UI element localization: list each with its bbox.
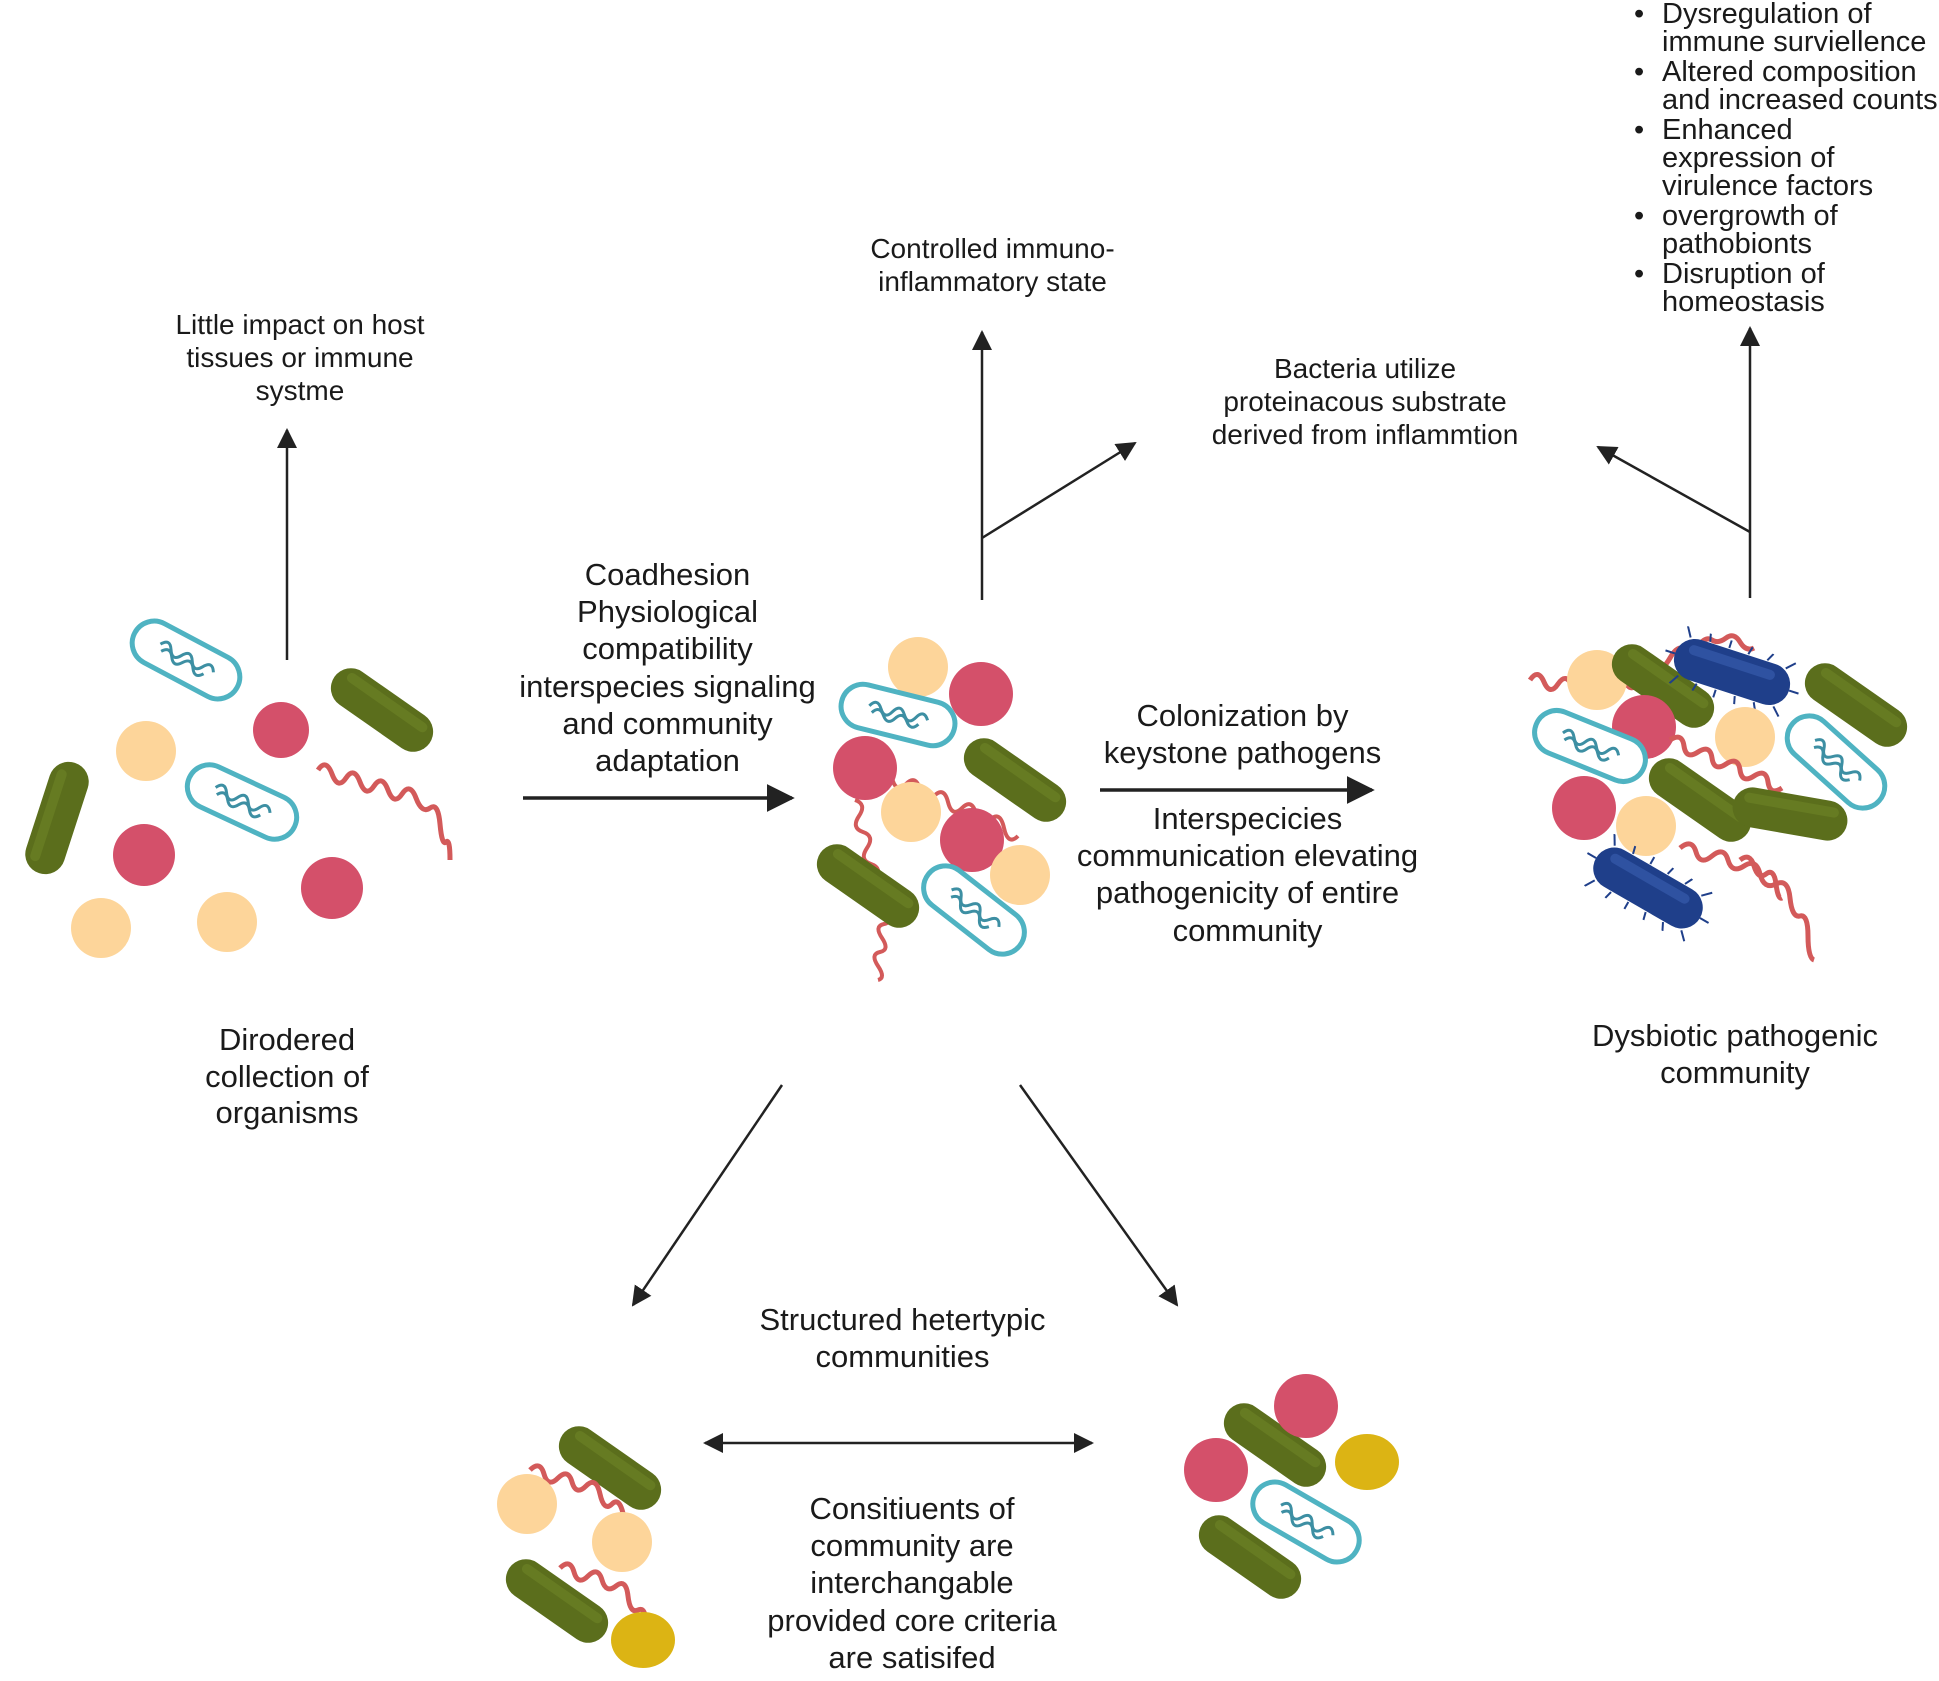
- arrow-down-right: [1018, 1084, 1179, 1307]
- structured-label: Structured hetertypic communities: [759, 1302, 1046, 1374]
- consequence-item: Enhanced expression of virulence factors: [1628, 115, 1938, 201]
- mechanism-community: and community: [562, 705, 773, 741]
- hetertypic-cluster-left: [497, 1418, 675, 1668]
- structured-cluster: [809, 637, 1074, 982]
- yellow-coccus: [888, 637, 948, 697]
- host-impact-label: Little impact on host tissues or immune …: [175, 309, 425, 407]
- disordered-cluster: [20, 613, 453, 958]
- mechanism-adaptation: adaptation: [595, 742, 740, 778]
- controlled-state-label: Controlled immuno-inflammatory state: [870, 233, 1115, 298]
- arrow-down-left: [631, 1084, 784, 1307]
- pink-coccus: [833, 736, 897, 800]
- mechanisms-label: Coadhesion Physiological compatibility i…: [505, 556, 830, 779]
- spirochete: [872, 909, 894, 982]
- outlined-rod: [124, 613, 247, 706]
- gold-coccus: [1335, 1434, 1399, 1490]
- green-rod: [20, 756, 94, 880]
- yellow-coccus: [1715, 707, 1775, 767]
- pink-coccus: [253, 702, 309, 758]
- outlined-rod: [180, 758, 304, 847]
- hetertypic-cluster-right: [1184, 1374, 1399, 1607]
- yellow-coccus: [116, 721, 176, 781]
- yellow-coccus: [71, 898, 131, 958]
- yellow-coccus: [497, 1474, 557, 1534]
- pink-coccus: [113, 824, 175, 886]
- constituents-label: Consitiuents of community are interchang…: [767, 1491, 1057, 1675]
- yellow-coccus: [1616, 796, 1676, 856]
- interspecies-label: Interspecicies communication elevating p…: [1076, 801, 1419, 948]
- green-rod: [498, 1551, 616, 1651]
- spirochete: [315, 762, 453, 861]
- arrow-controlled-to-substrate: [981, 441, 1137, 540]
- yellow-coccus: [881, 782, 941, 842]
- dysbiotic-label: Dysbiotic pathogenic community: [1591, 1018, 1879, 1090]
- pink-coccus: [940, 808, 1004, 872]
- consequence-item: Dysregulation of immune surviellence: [1628, 0, 1938, 57]
- yellow-coccus: [197, 892, 257, 952]
- yellow-coccus: [592, 1512, 652, 1572]
- disordered-label: Dirodered collection of organisms: [205, 1022, 369, 1131]
- pink-coccus: [1274, 1374, 1338, 1438]
- pink-coccus: [301, 857, 363, 919]
- green-rod: [323, 660, 441, 760]
- consequence-item: Disruption of homeostasis: [1628, 259, 1938, 316]
- arrow-dysbiotic-to-substrate: [1596, 445, 1751, 534]
- pink-coccus: [949, 662, 1013, 726]
- consequences-list: Dysregulation of immune surviellence Alt…: [1628, 0, 1938, 317]
- arrows: [277, 326, 1760, 1453]
- colonization-label: Colonization by keystone pathogens: [1103, 698, 1382, 771]
- dysbiotic-cluster: [1528, 621, 1915, 963]
- mechanism-coadhesion: Coadhesion: [584, 557, 751, 592]
- spirochete: [1738, 854, 1784, 901]
- pink-coccus: [1552, 776, 1616, 840]
- green-rod: [1729, 784, 1851, 844]
- gold-coccus: [611, 1612, 675, 1668]
- yellow-coccus: [990, 845, 1050, 905]
- consequence-item: Altered composition and increased counts: [1628, 57, 1938, 114]
- spirochete: [1668, 734, 1784, 794]
- mechanism-compatibility: Physiological compatibility: [577, 594, 758, 667]
- bacteria-substrate-label: Bacteria utilize proteinacous substrate …: [1211, 353, 1519, 451]
- pink-coccus: [1184, 1438, 1248, 1502]
- green-rod: [809, 836, 927, 936]
- mechanism-signaling: interspecies signaling: [519, 668, 816, 704]
- consequence-item: overgrowth of pathobionts: [1628, 201, 1938, 258]
